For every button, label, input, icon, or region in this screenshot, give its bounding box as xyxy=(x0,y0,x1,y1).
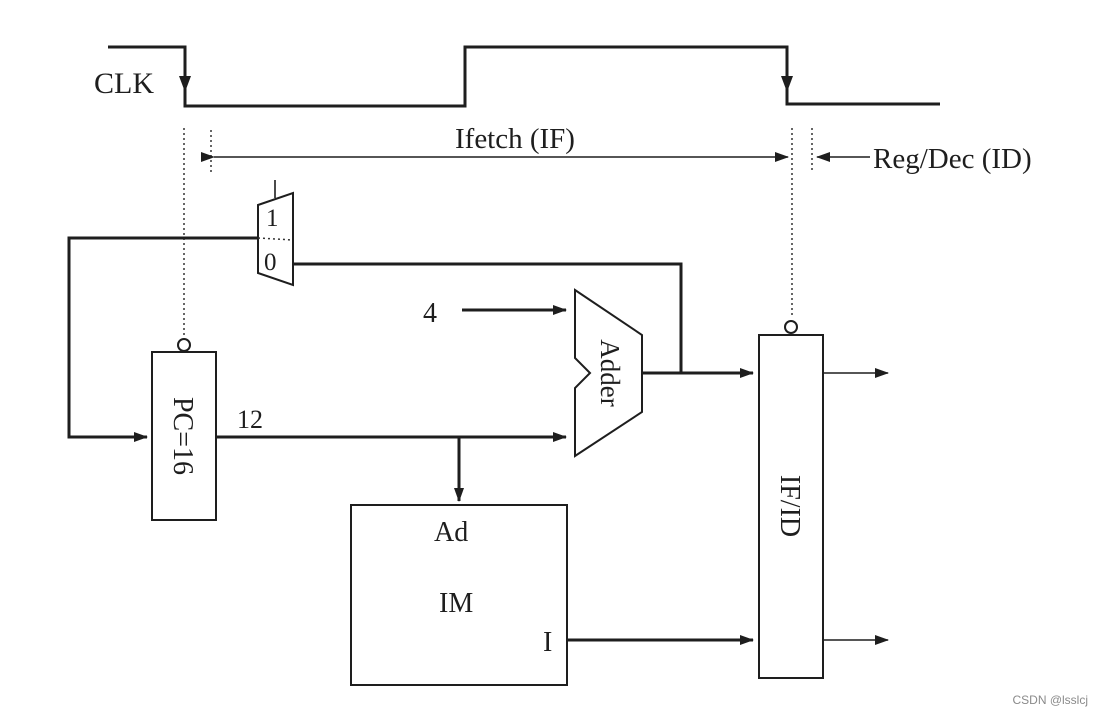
im-instruction-port-label: I xyxy=(543,627,552,658)
mux-input-1-label: 1 xyxy=(266,205,279,232)
im-address-port-label: Ad xyxy=(434,517,468,548)
im-label: IM xyxy=(439,588,473,619)
adder-constant-4: 4 xyxy=(423,298,437,329)
regdec-stage-label: Reg/Dec (ID) xyxy=(873,143,1032,175)
instruction-memory xyxy=(350,504,568,686)
ifid-clock-input xyxy=(784,320,798,334)
timing-guides xyxy=(183,128,813,335)
ifid-register xyxy=(758,320,824,679)
pc-output-value: 12 xyxy=(237,405,263,434)
pc-clock-input xyxy=(177,338,191,352)
mux-input-0-label: 0 xyxy=(264,249,277,276)
clock-label: CLK xyxy=(94,67,154,100)
adder-label: Adder xyxy=(595,339,625,406)
adder xyxy=(574,288,643,458)
watermark: CSDN @lsslcj xyxy=(1012,693,1088,707)
ifid-register-label: IF/ID xyxy=(774,475,805,537)
clock-falling-edge-arrow-2 xyxy=(781,76,793,92)
adder-to-mux-wire xyxy=(293,262,683,373)
clock-waveform xyxy=(108,45,940,108)
pc-source-mux xyxy=(257,180,294,287)
mux-to-pc-wire xyxy=(67,236,258,442)
pc-register-label: PC=16 xyxy=(167,397,198,475)
ifetch-stage-label: Ifetch (IF) xyxy=(455,123,575,155)
clock-falling-edge-arrow-1 xyxy=(179,76,191,92)
